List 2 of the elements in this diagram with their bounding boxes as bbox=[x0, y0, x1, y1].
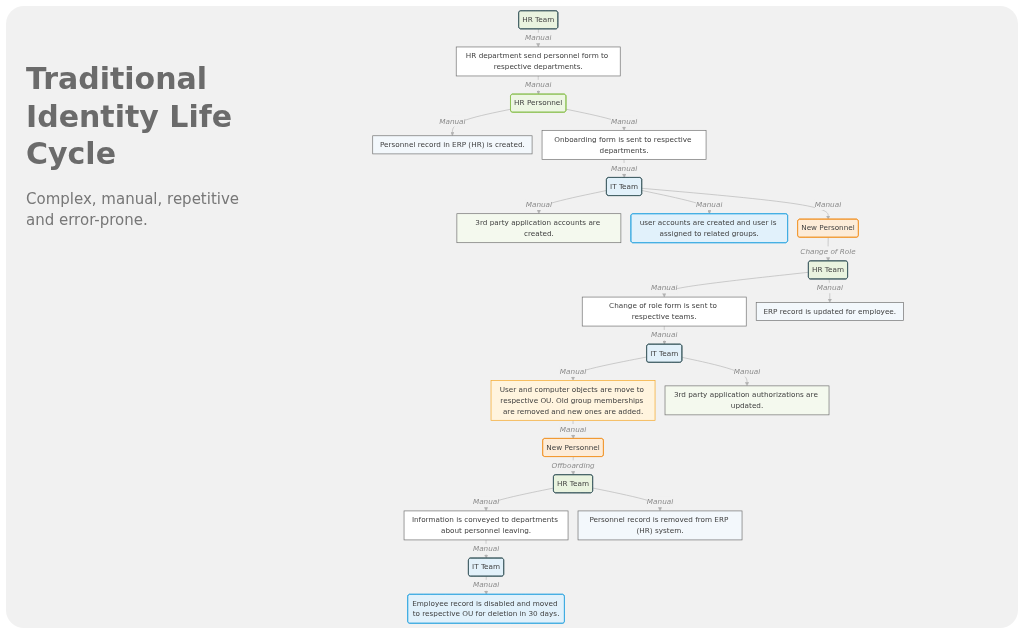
subtitle: Complex, manual, repetitive and error-prone. bbox=[26, 188, 241, 231]
diagram-title: Traditional Identity Life Cycle bbox=[26, 60, 234, 173]
